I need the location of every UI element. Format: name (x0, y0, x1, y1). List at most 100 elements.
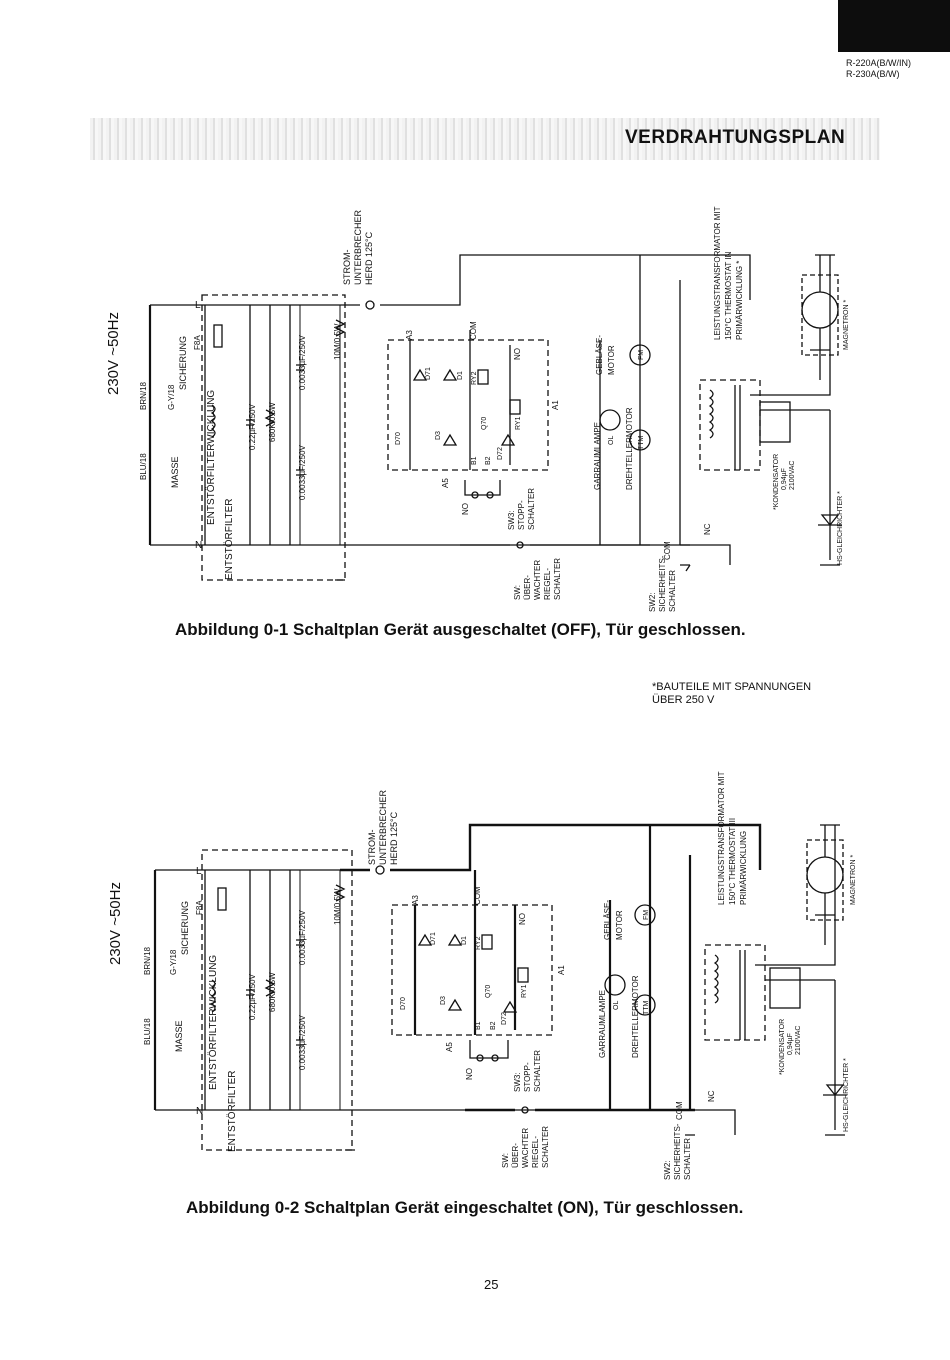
cap2-label-2: 0.0033µF/250V (298, 1014, 307, 1070)
d1-label: D1 (457, 371, 464, 380)
garraumlampe-label: GARRAUMLAMPE (593, 422, 602, 490)
ueber-label-2: ÜBER- (511, 1143, 520, 1168)
com-sw2-label: COM (663, 541, 672, 560)
herd-label-2: HERD 125°C (389, 811, 399, 865)
q70-label-2: Q70 (485, 985, 492, 998)
ol-label-2: OL (613, 1001, 620, 1010)
ry2-label-2: RY2 (475, 936, 482, 950)
nc-label-2: NC (707, 1090, 716, 1102)
wachter-label: WACHTER (533, 560, 542, 600)
gleichrichter-label-2: HS-GLEICHRICHTER * (843, 1058, 850, 1132)
magnetron-label: MAGNETRON * (843, 300, 850, 350)
ttm-label-2: TTM (643, 1000, 650, 1015)
b2-label: B2 (485, 456, 492, 465)
brn-label-2: BRN/18 (143, 946, 152, 975)
herd-label: HERD 125°C (364, 231, 374, 285)
sicherheits-label: SICHERHEITS- (658, 555, 667, 612)
kondensator-value-2: 0,94µF (787, 1033, 794, 1055)
note-line-1: *BAUTEILE MIT SPANNUNGEN (652, 681, 812, 693)
sw-label-2: SW: (501, 1153, 510, 1168)
a5-label-2: A5 (445, 1042, 454, 1052)
a1-label: A1 (551, 400, 560, 410)
a5-label: A5 (441, 478, 450, 488)
ol-label: OL (608, 436, 615, 445)
kondensator-label-2: *KONDENSATOR (779, 1019, 786, 1075)
schalter3-label: SCHALTER (668, 570, 677, 612)
res2-label: 10M/0.5W (333, 323, 342, 360)
d70-label-2: D70 (400, 997, 407, 1010)
title-band (90, 118, 880, 160)
blu-label: BLU/18 (139, 453, 148, 480)
f8a-label-2: F8A (195, 900, 204, 915)
note-line-2: ÜBER 250 V (652, 694, 715, 706)
n-terminal: N (195, 540, 202, 551)
res2-label-2: 10M/0.5W (333, 888, 342, 925)
q70-label: Q70 (481, 417, 488, 430)
wachter-label-2: WACHTER (521, 1128, 530, 1168)
cap1-label: 0.22µF/250V (248, 403, 257, 450)
brn-label: BRN/18 (139, 381, 148, 410)
b1-label-2: B1 (475, 1021, 482, 1030)
kondensator-voltage: 2100VAC (789, 461, 796, 490)
a3-label-2: A3 (411, 895, 420, 905)
no-stop-label: NO (461, 503, 470, 515)
gy-label: G-Y/18 (167, 384, 176, 410)
ueber-label: ÜBER- (523, 575, 532, 600)
gleichrichter-label: HS-GLEICHRICHTER * (837, 491, 844, 565)
sw2-label-2: SW2: (663, 1160, 672, 1180)
geblaese-label: GEBLÄSE- (595, 335, 604, 375)
page-number: 25 (484, 1277, 499, 1292)
d71-label: D71 (425, 367, 432, 380)
high-voltage-note: *BAUTEILE MIT SPANNUNGEN ÜBER 250 V (652, 681, 811, 707)
page-title: VERDRAHTUNGSPLAN (625, 127, 846, 148)
kondensator-value: 0,94µF (781, 468, 788, 490)
supply-label-2: 230V ~50Hz (107, 882, 124, 965)
ttm-label: TTM (638, 435, 645, 450)
ry1-label-2: RY1 (521, 984, 528, 998)
d71-label-2: D71 (430, 932, 437, 945)
gy-label-2: G-Y/18 (169, 949, 178, 975)
drehtellermotor-label-2: DREHTELLERMOTOR (631, 975, 640, 1058)
stopp-label-2: STOPP- (523, 1062, 532, 1092)
res1-label-2: 680K/0.5W (268, 972, 277, 1012)
blu-label-2: BLU/18 (143, 1018, 152, 1045)
caption-figure-1: Abbildung 0-1 Schaltplan Gerät ausgescha… (175, 620, 746, 639)
trafo-line3: PRIMÄRWICKLUNG * (735, 261, 744, 340)
com-label: COM (469, 321, 478, 340)
kondensator-voltage-2: 2100VAC (795, 1026, 802, 1055)
trafo-line3-2: PRIMÄRWICKLUNG (739, 831, 748, 905)
trafo-line2-2: 150°C THERMOSTAT III (728, 818, 737, 905)
sicherheits-label-2: SICHERHEITS- (673, 1123, 682, 1180)
masse-label-2: MASSE (174, 1020, 184, 1052)
nc-label: NC (703, 523, 712, 535)
filterwicklung-label-2: ENTSTÖRFILTERWICKLUNG (207, 955, 219, 1090)
masse-label: MASSE (170, 456, 180, 488)
schalter2-label-2: SCHALTER (541, 1126, 550, 1168)
unterbrecher-label-2: UNTERBRECHER (378, 789, 388, 865)
trafo-line1-2: LEISTUNGSTRANSFORMATOR MIT (717, 771, 726, 905)
strom-label-2: STROM- (367, 830, 377, 866)
l-terminal-2: L (196, 866, 202, 877)
sw3-label: SW3: (507, 510, 516, 530)
no-label: NO (513, 348, 522, 360)
drehtellermotor-label: DREHTELLERMOTOR (625, 407, 634, 490)
corner-black-tab (838, 0, 950, 52)
garraumlampe-label-2: GARRAUMLAMPE (598, 990, 607, 1058)
supply-label: 230V ~50Hz (105, 312, 122, 395)
riegel-label-2: RIEGEL- (531, 1136, 540, 1168)
stopp-label: STOPP- (517, 500, 526, 530)
d72-label-2: D72 (501, 1012, 508, 1025)
motor-label: MOTOR (607, 345, 616, 375)
trafo-line1: LEISTUNGSTRANSFORMATOR MIT (713, 206, 722, 340)
wiring-diagram-on: 230V ~50Hz BLU/18 BRN/18 G-Y/18 MASSE SI… (107, 771, 857, 1180)
caption-figure-2: Abbildung 0-2 Schaltplan Gerät eingescha… (186, 1198, 744, 1217)
d3-label: D3 (435, 431, 442, 440)
d72-label: D72 (497, 447, 504, 460)
unterbrecher-label: UNTERBRECHER (353, 209, 363, 285)
res1-label: 680K/0.5W (268, 402, 277, 442)
cap3-label-2: 0.0033µF/250V (298, 909, 307, 965)
cap3-label: 0.0033µF/250V (298, 334, 307, 390)
fm-label: FM (638, 350, 645, 360)
no-label-2: NO (518, 913, 527, 925)
sicherung-label-2: SICHERUNG (180, 901, 190, 955)
